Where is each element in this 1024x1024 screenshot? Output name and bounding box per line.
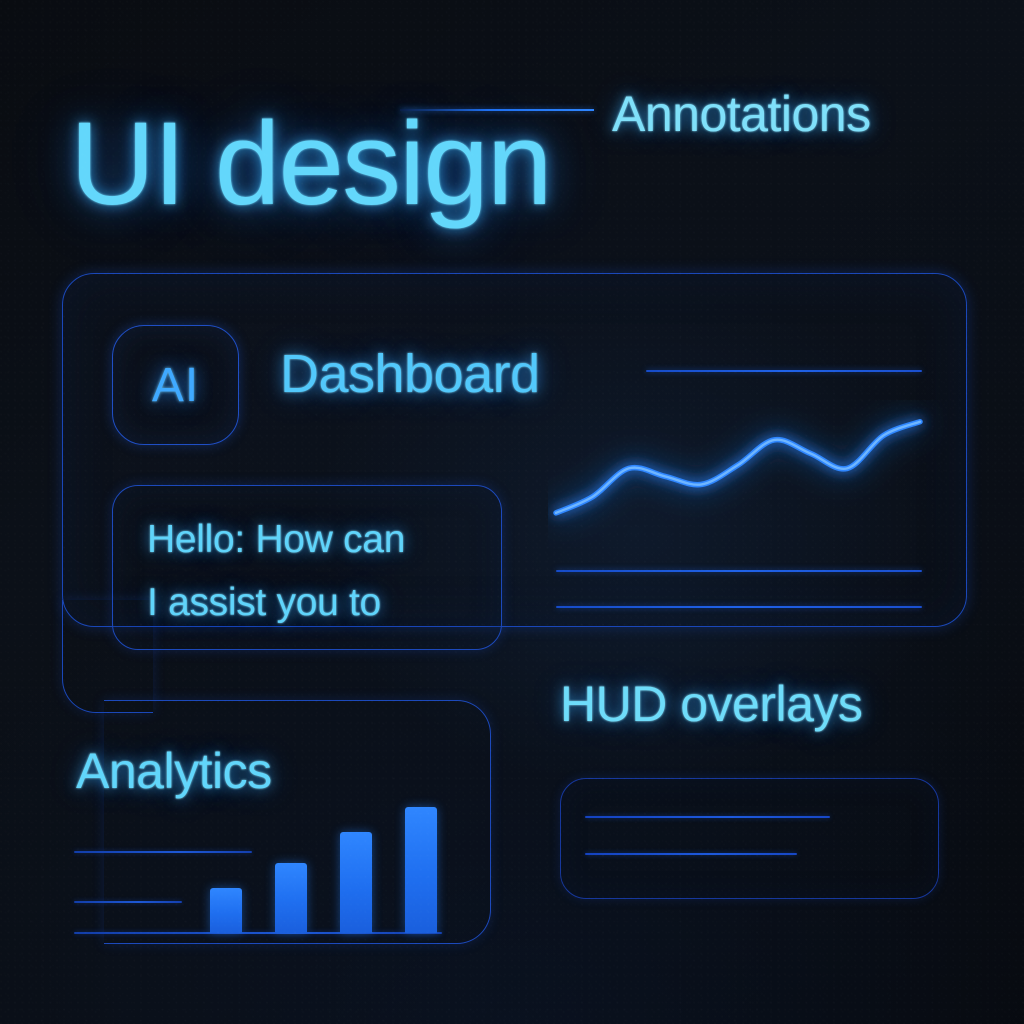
sparkline-rule-middle <box>556 570 922 573</box>
analytics-baseline <box>74 932 442 935</box>
annotation-leader-line <box>400 109 594 111</box>
sparkline-rule-top <box>646 370 922 373</box>
analytics-gridline-1 <box>74 851 252 854</box>
page-title: UI design <box>70 98 553 230</box>
hud-overlays-label: HUD overlays <box>560 676 863 732</box>
sparkline-chart <box>553 418 923 516</box>
hud-placeholder-line-1 <box>585 816 830 818</box>
chat-bubble[interactable]: Hello: How can I assist you to <box>112 485 502 650</box>
hud-overlay-panel[interactable] <box>560 778 939 899</box>
ai-badge-label: AI <box>151 358 200 412</box>
dashboard-title: Dashboard <box>280 344 540 404</box>
annotations-label: Annotations <box>612 86 871 142</box>
ai-badge[interactable]: AI <box>112 325 239 445</box>
sparkline-rule-bottom <box>556 606 922 609</box>
analytics-gridline-2 <box>74 901 182 904</box>
chat-message-line-2: I assist you to <box>147 581 381 625</box>
hud-placeholder-line-2 <box>585 853 797 855</box>
analytics-label: Analytics <box>76 743 272 799</box>
chat-message-line-1: Hello: How can <box>147 518 406 561</box>
analytics-panel <box>104 700 491 944</box>
